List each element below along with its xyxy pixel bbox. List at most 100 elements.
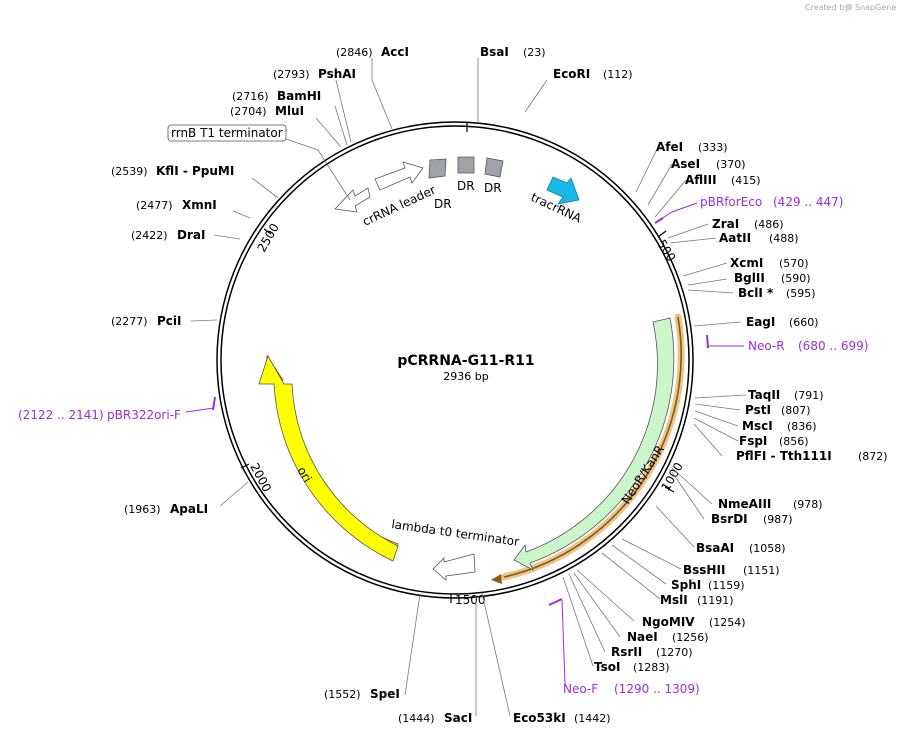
primer-name: pBR322ori-F [107, 408, 181, 422]
backbone-inner [220, 125, 690, 595]
primer-name: Neo-F [563, 682, 598, 696]
rrnb-t1-terminator-label: rrnB T1 terminator [171, 126, 283, 140]
enzyme-name: PciI [157, 314, 182, 328]
dr-label-1: DR [434, 197, 452, 211]
neor-orf-arrowhead [491, 574, 502, 584]
enzyme-name: NgoMIV [642, 615, 695, 629]
enzyme-name: BglII [734, 271, 765, 285]
primer-pbr322ori-f: (2122 .. 2141) pBR322ori-F [18, 396, 216, 422]
enzyme-name: SacI [444, 711, 472, 725]
enzyme-name: BclI * [738, 286, 774, 300]
enzyme-pos: (1159) [708, 579, 745, 592]
enzyme-name: KflI - PpuMI [156, 164, 234, 178]
enzyme-name: AflIII [685, 173, 717, 187]
primer-neo-f: Neo-F (1290 .. 1309) [548, 598, 700, 696]
enzyme-pos: (370) [716, 158, 746, 171]
enzyme-pos: (2716) [232, 90, 269, 103]
enzyme-name: AseI [671, 157, 700, 171]
rrnb-t1-terminator-feature [334, 187, 371, 213]
enzyme-name: TaqII [748, 388, 780, 402]
enzyme-pos: (856) [779, 435, 809, 448]
plasmid-name: pCRRNA-G11-R11 [397, 353, 534, 369]
tick-label-1500: 1500 [455, 593, 486, 607]
enzyme-name: BsrDI [711, 512, 748, 526]
enzyme-pos: (2539) [111, 165, 148, 178]
lambda-t0-terminator-feature [432, 553, 476, 581]
enzyme-name: TsoI [594, 660, 620, 674]
tracrrna-feature [546, 176, 580, 205]
enzyme-pos: (836) [787, 420, 817, 433]
enzyme-name: BsaAI [696, 541, 734, 555]
tick-label-500: 500 [654, 237, 678, 264]
enzyme-pos: (1270) [656, 646, 693, 659]
enzyme-pos: (1283) [633, 661, 670, 674]
enzyme-name: DraI [177, 228, 205, 242]
dr-repeat-2 [457, 156, 475, 174]
enzyme-pos: (1191) [697, 594, 734, 607]
ori-feature-body [258, 355, 399, 562]
enzyme-pos: (2277) [111, 315, 148, 328]
enzyme-labels: (2846) AccI BsaI (23) EcoRI (112) (2793)… [111, 45, 888, 725]
enzyme-pos: (987) [763, 513, 793, 526]
enzyme-pos: (488) [769, 232, 799, 245]
enzyme-name: XcmI [730, 256, 763, 270]
backbone-outer [216, 121, 694, 599]
enzyme-pos: (415) [731, 174, 761, 187]
enzyme-pos: (978) [793, 498, 823, 511]
primer-range: (2122 .. 2141) [18, 408, 104, 422]
primer-neo-r: Neo-R (680 .. 699) [706, 334, 868, 353]
tick-1500: 1500 [450, 593, 486, 607]
enzyme-name: PshAI [318, 67, 356, 81]
enzyme-name: EagI [746, 315, 775, 329]
enzyme-pos: (2704) [230, 105, 267, 118]
enzyme-pos: (807) [781, 404, 811, 417]
enzyme-pos: (2422) [131, 229, 168, 242]
enzyme-pos: (1963) [124, 503, 161, 516]
enzyme-pos: (595) [786, 287, 816, 300]
primer-name: Neo-R [748, 339, 785, 353]
enzyme-pos: (486) [754, 218, 784, 231]
enzyme-pos: (1442) [574, 712, 611, 725]
enzyme-name: ZraI [712, 217, 739, 231]
enzyme-name: BssHII [683, 563, 725, 577]
enzyme-pos: (333) [698, 141, 728, 154]
enzyme-leader-lines [190, 58, 747, 717]
enzyme-name: ApaLI [170, 502, 208, 516]
enzyme-pos: (23) [523, 46, 546, 59]
enzyme-name: FspI [739, 434, 767, 448]
plasmid-size: 2936 bp [443, 370, 488, 383]
enzyme-pos: (590) [781, 272, 811, 285]
enzyme-pos: (1254) [709, 616, 746, 629]
rrnb-t1-terminator-callout: rrnB T1 terminator [167, 124, 351, 201]
dr-repeat-3 [484, 157, 504, 178]
enzyme-name: SpeI [370, 687, 400, 701]
lambda-t0-terminator-label: lambda t0 terminator [391, 517, 520, 549]
dr-label-3: DR [484, 181, 502, 195]
enzyme-pos: (570) [779, 257, 809, 270]
primer-name: pBRforEco [700, 195, 762, 209]
enzyme-name: AatII [719, 231, 751, 245]
neor-orf-line [503, 316, 682, 578]
enzyme-name: MscI [742, 419, 773, 433]
enzyme-pos: (112) [603, 68, 633, 81]
enzyme-pos: (1444) [398, 712, 435, 725]
enzyme-pos: (1151) [743, 564, 780, 577]
enzyme-pos: (2846) [336, 46, 373, 59]
enzyme-name: RsrII [611, 645, 642, 659]
enzyme-pos: (660) [789, 316, 819, 329]
enzyme-name: SphI [671, 578, 701, 592]
enzyme-name: PstI [745, 403, 771, 417]
enzyme-name: EcoRI [553, 67, 590, 81]
enzyme-name: MslI [660, 593, 688, 607]
crrna-leader-feature [374, 161, 424, 191]
tick-2000: 2000 [240, 461, 274, 494]
enzyme-name: NmeAIII [718, 497, 771, 511]
enzyme-pos: (2793) [273, 68, 310, 81]
enzyme-pos: (1058) [749, 542, 786, 555]
enzyme-pos: (872) [858, 450, 888, 463]
snapgene-watermark: Created by SnapGene [805, 3, 896, 12]
enzyme-name: MluI [275, 104, 304, 118]
enzyme-name: XmnI [182, 198, 217, 212]
enzyme-name: BamHI [277, 89, 321, 103]
